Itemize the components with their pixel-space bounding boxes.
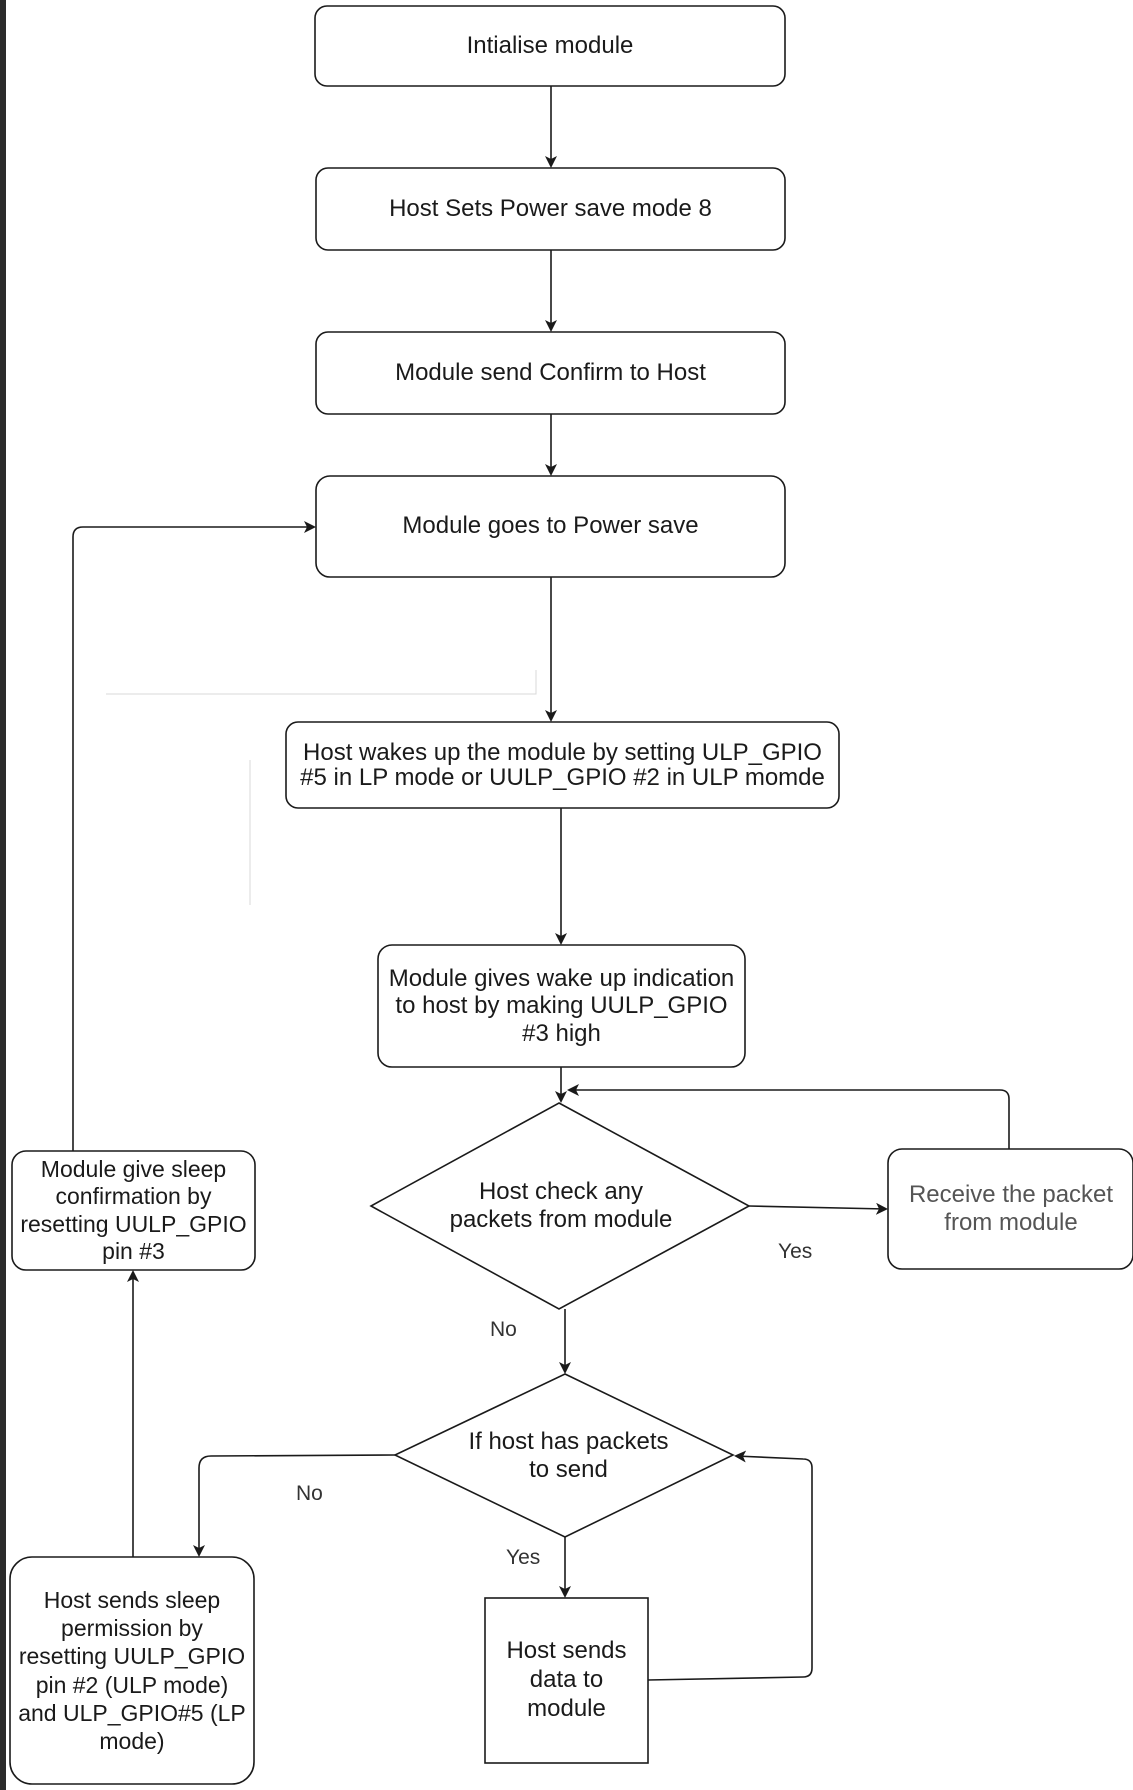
edge-label-no-check: No [490,1318,517,1341]
edge-senddata-back-to-haspackets [647,1450,813,1681]
edge-label-yes-receive: Yes [778,1240,813,1263]
node-init: Intialise module [466,31,634,59]
node-receive-shape [887,1148,1133,1270]
node-power-save: Module goes to Power save [402,512,699,540]
flowchart-canvas: Intialise module Host Sets Power save mo… [6,0,1133,1790]
node-wake: Host wakes up the module by setting ULP_… [300,738,825,791]
node-send-data-shape [484,1597,649,1764]
node-wake-ind: Module gives wake up indication to host … [388,964,735,1047]
node-receive: Receive the packet from module [908,1181,1114,1236]
node-sleep-perm: Host sends sleep permission by resetting… [18,1587,246,1754]
flowchart-svg [9,5,1133,1785]
node-sleep-perm-shape [9,1556,255,1785]
node-send-data: Host sends data to module [506,1637,627,1722]
guide-line [106,670,537,695]
edge-label-yes-send: Yes [506,1546,541,1569]
node-wake-shape [285,721,840,809]
edge-haspackets-no-to-sleepperm [193,1454,396,1557]
node-sleep-conf: Module give sleep confirmation by resett… [20,1156,247,1264]
node-set-ps: Host Sets Power save mode 8 [389,194,712,222]
node-check-packets: Host check any packets from module [449,1178,673,1233]
edge-label-no-sleep: No [296,1482,323,1505]
edge-sleepconf-to-powersave [72,521,316,1151]
node-has-packets: If host has packets to send [468,1428,669,1483]
edge-check-yes-to-receive [748,1202,888,1215]
node-init-shape [314,5,786,87]
node-check-packets-shape [369,1102,751,1310]
edge-receive-back-to-check [567,1084,1010,1149]
node-confirm: Module send Confirm to Host [395,358,706,386]
